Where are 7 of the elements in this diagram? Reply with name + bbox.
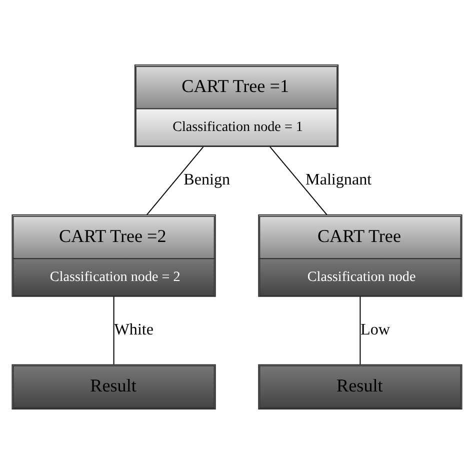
connector [113,296,114,364]
connector [146,146,204,216]
connector [360,296,361,364]
edge-label: Low [360,321,390,338]
edge-label: Benign [184,172,230,188]
connector [270,146,328,216]
edge-label: Malignant [306,172,372,188]
